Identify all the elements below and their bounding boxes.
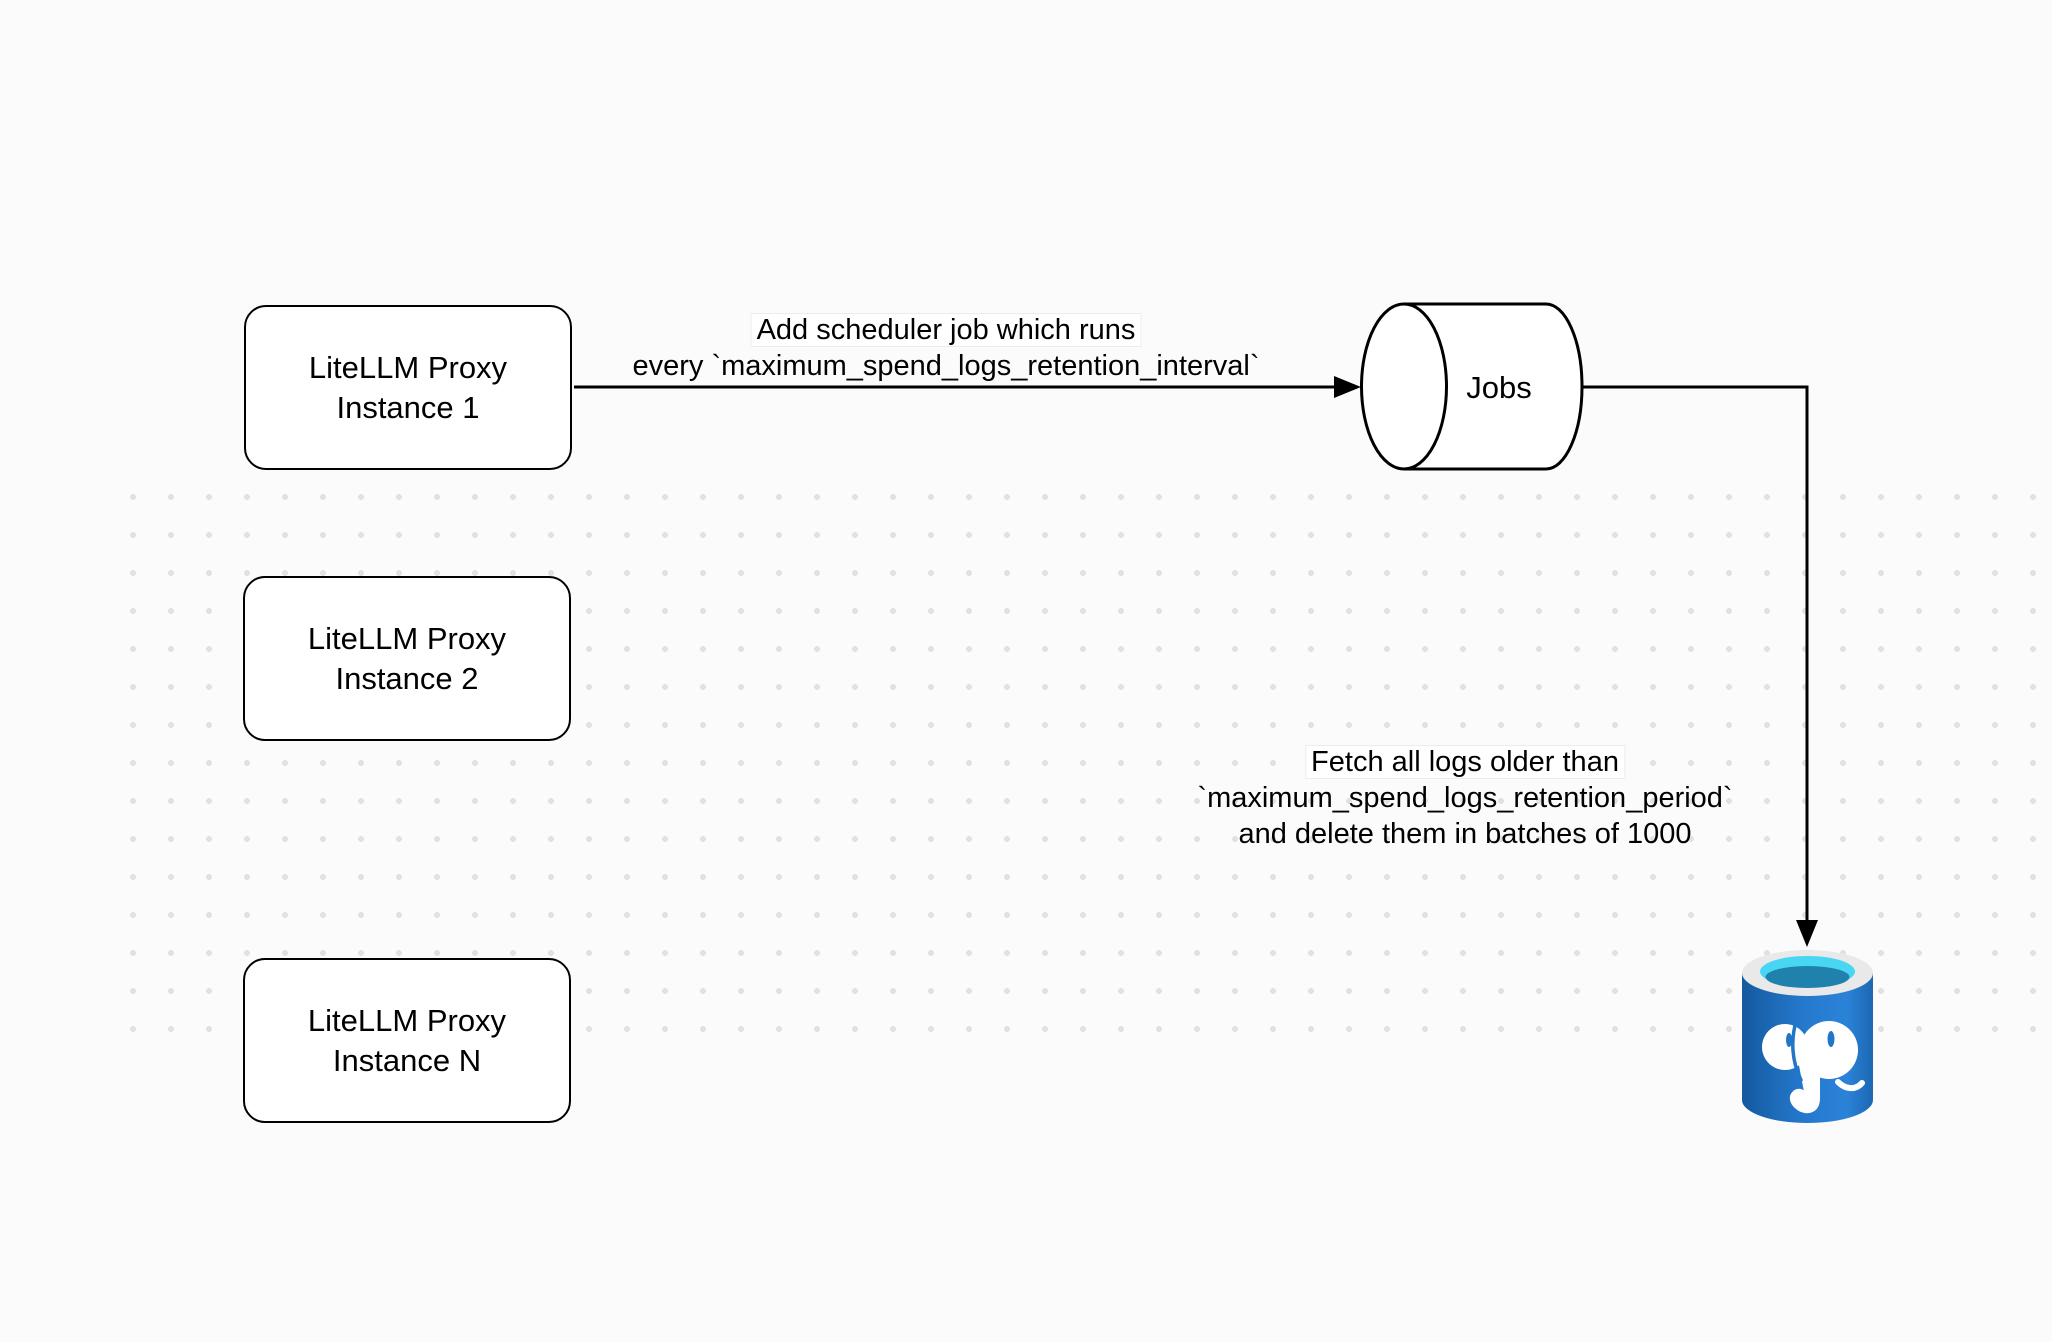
edge-label-line1: Fetch all logs older than [1305,745,1625,779]
node-label-line1: LiteLLM Proxy [308,349,508,385]
node-jobs: Jobs [1360,302,1584,471]
edge-instance1-to-jobs [574,376,1361,398]
edge-label-line2: `maximum_spend_logs_retention_period` [1197,782,1733,814]
node-label-line2: Instance 1 [336,389,480,425]
node-litellm-proxy-instance-2: LiteLLM Proxy Instance 2 [243,576,571,741]
dot-grid-background [114,478,2052,1048]
node-litellm-proxy-instance-n: LiteLLM Proxy Instance N [243,958,571,1123]
postgres-elephant [1762,1016,1865,1114]
node-label-line2: Instance N [332,1042,482,1078]
jobs-label: Jobs [1466,370,1531,405]
node-label-line2: Instance 2 [335,660,479,696]
edge-label-scheduler-job: Add scheduler job which runs every `maxi… [632,312,1260,384]
arrowhead-right [1334,376,1361,398]
edge-label-line2: every `maximum_spend_logs_retention_inte… [632,350,1260,382]
node-label-line1: LiteLLM Proxy [307,620,507,656]
cylinder-left-cap [1360,302,1448,471]
postgresql-database-icon [1742,950,1873,1123]
node-label-line1: LiteLLM Proxy [307,1002,507,1038]
node-litellm-proxy-instance-1: LiteLLM Proxy Instance 1 [244,305,572,470]
edge-label-fetch-delete: Fetch all logs older than `maximum_spend… [1197,744,1733,852]
edge-label-line3: and delete them in batches of 1000 [1238,818,1692,850]
arrowhead-down [1796,920,1818,947]
edge-label-line1: Add scheduler job which runs [750,313,1142,347]
edge-jobs-to-postgres [1582,385,1818,947]
